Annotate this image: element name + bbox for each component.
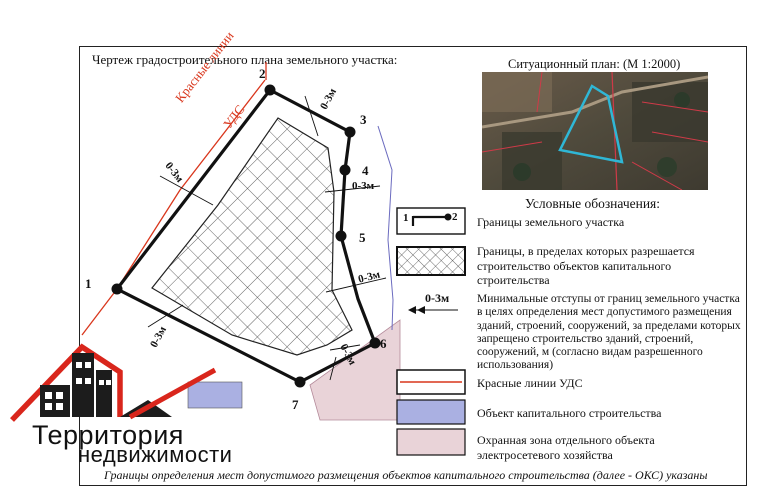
point-6-label: 6 (380, 336, 387, 351)
legend-object-text: Объект капитального строительства (477, 406, 662, 420)
legend-boundary-text: Границы земельного участка (477, 215, 625, 229)
buildable-area (151, 117, 353, 356)
legend-redline-text: Красные линии УДС (477, 376, 583, 390)
situation-plan-title: Ситуационный план: (М 1:2000) (508, 57, 681, 71)
legend-setback-text: Минимальные отступы от границ земельного… (477, 293, 741, 372)
footer-text: Границы определения мест допустимого раз… (104, 468, 708, 482)
setback-label-4-5: 0-3м (352, 180, 375, 192)
point-1-label: 1 (85, 276, 92, 291)
point-3-label: 3 (360, 112, 367, 127)
legend-object-box (396, 399, 466, 425)
legend-boundary-box (396, 207, 466, 235)
legend-buildzone-box (396, 246, 466, 276)
legend-zone-box (396, 428, 466, 456)
legend-boundary-point-1: 1 (403, 212, 409, 224)
red-line-left (81, 288, 118, 336)
point-4-label: 4 (362, 163, 369, 178)
red-line-upper (116, 79, 266, 290)
legend-setback-symbol: 0-3м (425, 291, 450, 305)
situation-plan-photo (482, 72, 708, 190)
point-2-label: 2 (259, 66, 266, 81)
legend-buildzone-text: Границы, в пределах которых разрешается … (477, 244, 695, 287)
legend-boundary-point-2: 2 (452, 211, 458, 223)
logo-house-icon (10, 343, 217, 422)
legend-zone-text: Охранная зона отдельного объекта электро… (477, 433, 655, 462)
drawing-title: Чертеж градостроительного плана земельно… (92, 52, 398, 67)
legend-title: Условные обозначения: (525, 196, 661, 211)
logo-text-line2: недвижимости (78, 442, 233, 467)
logo-text-line1: Территория (32, 420, 184, 450)
capital-object (187, 381, 243, 409)
point-5-label: 5 (359, 230, 366, 245)
legend-setback-arrow (408, 306, 458, 314)
point-7-label: 7 (292, 397, 299, 412)
